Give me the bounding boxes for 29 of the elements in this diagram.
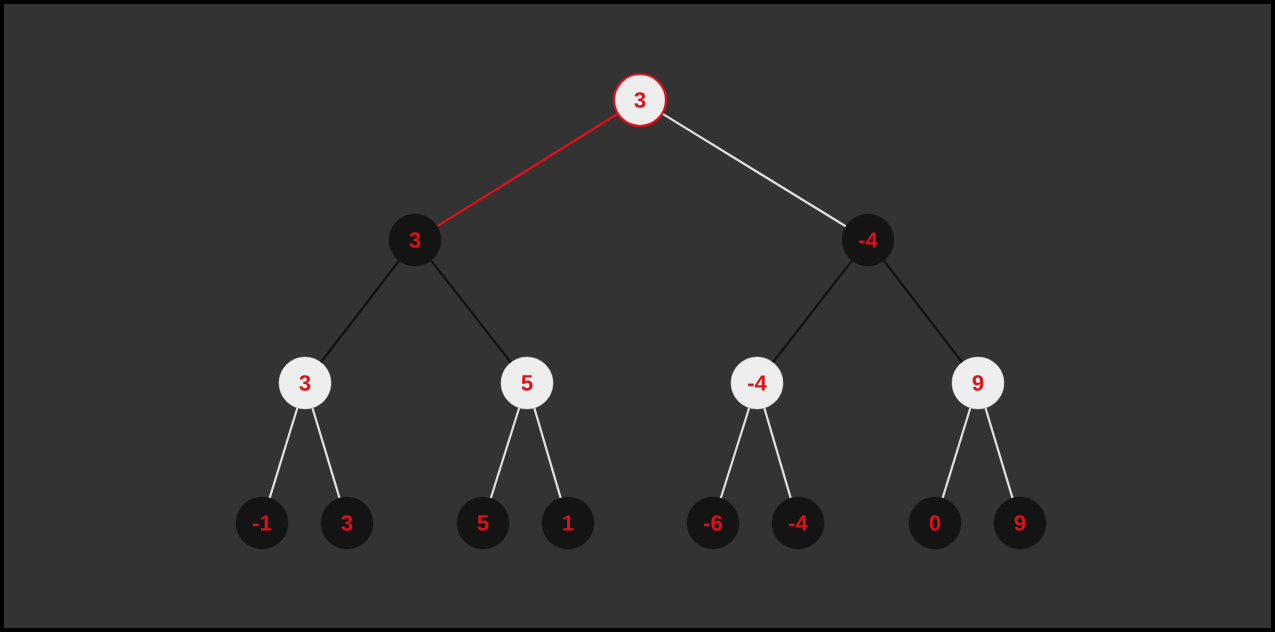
tree-node: 9 (951, 356, 1005, 410)
tree-node: -6 (686, 496, 740, 550)
tree-node: -4 (841, 213, 895, 267)
tree-edge (662, 113, 847, 228)
tree-edge (489, 407, 521, 499)
tree-edge (436, 113, 618, 228)
tree-edge (941, 407, 972, 499)
tree-node: 9 (993, 496, 1047, 550)
tree-node: -4 (730, 356, 784, 410)
tree-edge (311, 407, 341, 499)
tree-node: 3 (278, 356, 332, 410)
tree-node: 0 (908, 496, 962, 550)
tree-edge (533, 407, 562, 499)
tree-edge (763, 407, 792, 499)
tree-node: -4 (771, 496, 825, 550)
tree-edge (719, 407, 751, 499)
tree-edge (984, 407, 1014, 499)
tree-edge (320, 260, 400, 363)
tree-node: 3 (612, 72, 668, 128)
tree-node: 5 (456, 496, 510, 550)
tree-edge (772, 260, 853, 363)
tree-edge (268, 407, 299, 499)
tree-node: -1 (235, 496, 289, 550)
tree-edge (430, 259, 512, 364)
tree-edge (883, 260, 963, 363)
tree-node: 1 (541, 496, 595, 550)
tree-node: 5 (500, 356, 554, 410)
tree-node: 3 (320, 496, 374, 550)
tree-node: 3 (388, 213, 442, 267)
